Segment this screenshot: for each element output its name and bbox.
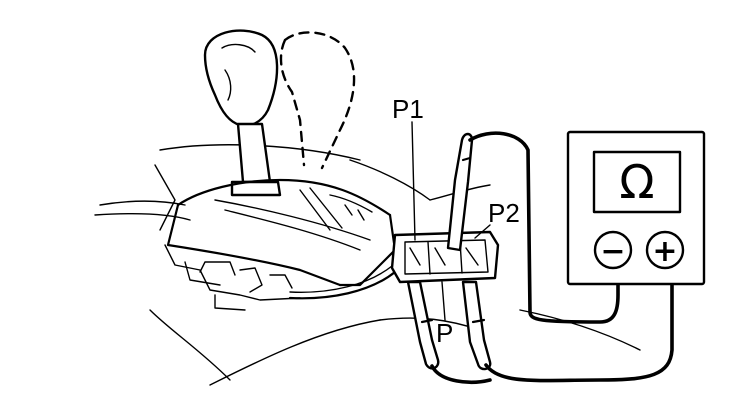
left-probe-lead (430, 364, 492, 384)
harness-cable (288, 270, 397, 300)
label-p2: P2 (488, 198, 520, 228)
label-p1: P1 (392, 94, 424, 124)
p-leader-line (441, 281, 446, 321)
ohm-symbol: Ω (619, 155, 654, 209)
lower-test-probe-right (461, 280, 492, 371)
console-outline (94, 144, 641, 386)
switch-mechanism (164, 244, 301, 311)
shift-shaft (230, 122, 282, 197)
negative-test-lead (468, 131, 620, 324)
shift-gate-housing (166, 178, 397, 287)
alternate-lever-position (279, 31, 356, 170)
ohmmeter: Ω − + (566, 130, 706, 286)
p2-leader-line (474, 224, 491, 239)
switch-connector (390, 230, 500, 284)
positive-terminal (645, 230, 685, 270)
shift-knob (203, 29, 279, 127)
lower-test-probe-left (406, 280, 440, 370)
p1-leader-line (411, 121, 416, 241)
ohmmeter-display (592, 150, 682, 214)
negative-terminal (593, 230, 633, 270)
harness-cable-inner (289, 265, 393, 293)
upper-test-probe (446, 132, 474, 252)
label-p: P (436, 318, 453, 348)
negative-sign: − (600, 234, 625, 269)
positive-test-lead (484, 266, 674, 383)
positive-sign: + (652, 234, 677, 269)
